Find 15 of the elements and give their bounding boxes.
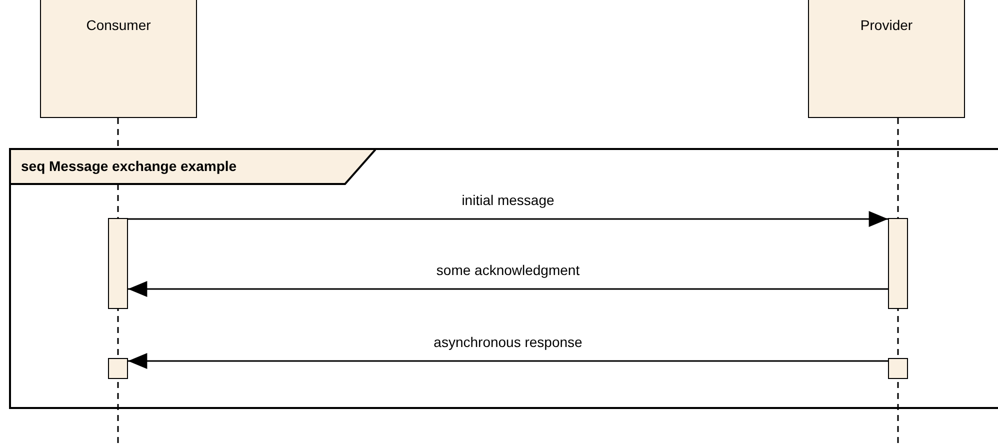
participant-name: Consumer: [86, 17, 151, 33]
lifeline-head-box: [808, 0, 965, 118]
activation-bar: [888, 358, 908, 379]
message-label: some acknowledgment: [434, 262, 582, 278]
message-arrow: [128, 353, 888, 369]
activation-bar: [108, 218, 128, 309]
participant-name: Provider: [860, 17, 913, 33]
message-arrow: [128, 281, 888, 297]
activation-bar: [108, 358, 128, 379]
message-label: asynchronous response: [432, 334, 584, 350]
lifeline-head-box: [40, 0, 197, 118]
message-label: initial message: [460, 192, 556, 208]
activation-bar: [888, 218, 908, 309]
frame-title: seq Message exchange example: [21, 158, 237, 174]
message-arrow: [128, 211, 888, 227]
